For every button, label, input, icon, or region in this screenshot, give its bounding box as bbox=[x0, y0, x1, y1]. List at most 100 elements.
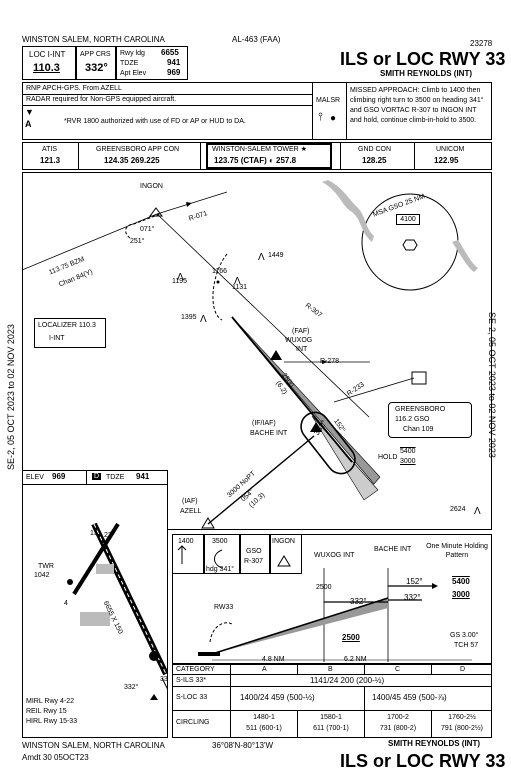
profile-alt-2500-b: 2500 bbox=[342, 633, 360, 642]
svg-text:Λ: Λ bbox=[177, 272, 184, 283]
runway-15-label: 15 bbox=[90, 530, 98, 537]
footer-coordinates: 36°08'N-80°13'W bbox=[212, 741, 274, 750]
footer-amendment: Amdt 30 05OCT23 bbox=[22, 753, 89, 762]
missed-approach-text: MISSED APPROACH: Climb to 1400 then clim… bbox=[350, 87, 484, 124]
rwy-ldg-value: 6655 bbox=[161, 48, 179, 57]
profile-hold-332: 332° bbox=[404, 593, 421, 602]
effective-date-left: SE-2, 05 OCT 2023 to 02 NOV 2023 bbox=[6, 324, 16, 470]
minimums-table bbox=[172, 664, 492, 738]
minimums-circ-c: 1700-2 731 (800-2) bbox=[379, 714, 417, 732]
airport-diagram bbox=[22, 470, 168, 738]
obstacle-1395: 1395 bbox=[181, 314, 197, 321]
loc-freq-box: LOC I-INT 110.3 bbox=[22, 46, 76, 80]
minimums-circ-a: 1480-1 511 (600-1) bbox=[246, 714, 282, 732]
minimums-cat-d: D bbox=[460, 666, 466, 673]
missed-icon-hold bbox=[270, 534, 302, 574]
svg-text:Λ: Λ bbox=[200, 314, 207, 325]
airport-final-course: 332° bbox=[124, 684, 139, 691]
svg-text:Λ: Λ bbox=[234, 276, 241, 287]
app-crs-value: 332° bbox=[85, 62, 108, 74]
minimums-row-ils: S-ILS 33* bbox=[176, 677, 206, 684]
header-location: WINSTON SALEM, NORTH CAROLINA bbox=[22, 35, 165, 44]
missed-alt-3500: 3500 bbox=[212, 538, 228, 545]
runway-22-label: 22 bbox=[104, 532, 112, 539]
tdze-value: 941 bbox=[167, 58, 181, 67]
minimums-cat-a: A bbox=[262, 666, 267, 673]
comm-unicom-freq: 122.95 bbox=[434, 156, 459, 165]
obstacle-2624: 2624 bbox=[450, 506, 466, 513]
comm-atis-freq: 121.3 bbox=[40, 156, 61, 165]
iaf-label: (IAF) bbox=[182, 498, 198, 505]
profile-alt-2500-a: 2500 bbox=[316, 584, 332, 591]
page-title: ILS or LOC RWY 33 bbox=[340, 49, 506, 69]
minimums-loc-ab: 1400/24 459 (500-½) bbox=[240, 693, 315, 702]
tdze-label: TDZE bbox=[120, 60, 139, 67]
airport-tdze-label: TDZE bbox=[106, 474, 125, 481]
comm-tower-label: WINSTON-SALEM TOWER ★ bbox=[212, 146, 307, 153]
faf-int: INT bbox=[296, 346, 308, 353]
lighting-hirl: HIRL Rwy 15-33 bbox=[26, 718, 78, 725]
takeoff-minimums-icon: ▼ bbox=[25, 107, 34, 117]
app-crs-label: APP CRS bbox=[80, 51, 111, 58]
minimums-row-circling: CIRCLING bbox=[176, 719, 210, 726]
runway-33-label: 33 bbox=[160, 676, 168, 683]
missed-icon-climb bbox=[172, 534, 204, 574]
profile-hold-152: 152° bbox=[406, 577, 423, 586]
footer-airport: SMITH REYNOLDS (INT) bbox=[388, 739, 480, 748]
comm-atis-label: ATIS bbox=[42, 146, 58, 153]
radial-251: 251° bbox=[130, 238, 145, 245]
runway-info-box: Rwy ldg 6655 TDZE 941 Apt Elev 969 bbox=[116, 46, 188, 80]
svg-text:Λ: Λ bbox=[258, 252, 265, 263]
obstacle-1195: 1195 bbox=[172, 278, 188, 285]
radial-r278: R-278 bbox=[320, 358, 340, 365]
approach-lighting-icon: ⫯ bbox=[318, 111, 323, 123]
vortac-freq: 116.2 GSO bbox=[395, 416, 430, 423]
loc-frequency: 110.3 bbox=[33, 62, 60, 74]
tdze-d-icon: D bbox=[92, 473, 102, 480]
faf-name: WUXOG bbox=[285, 337, 313, 344]
notes-box bbox=[22, 82, 492, 140]
profile-tch: TCH 57 bbox=[454, 642, 479, 649]
note-rnp: RNP APCH-GPS. From AZELL bbox=[26, 85, 122, 92]
app-crs-box: APP CRS 332° bbox=[76, 46, 116, 80]
profile-dist-48: 4.8 NM bbox=[262, 656, 285, 663]
tower-frequency-box bbox=[206, 143, 332, 169]
minimums-cat-c: C bbox=[395, 666, 401, 673]
profile-drawing bbox=[177, 545, 472, 662]
apt-elev-value: 969 bbox=[167, 68, 181, 77]
obstacle-1449: 1449 bbox=[268, 252, 284, 259]
profile-hold-5400: 5400 bbox=[452, 577, 470, 586]
header-airport: SMITH REYNOLDS (INT) bbox=[380, 69, 472, 78]
comm-tower-freq: 123.75 (CTAF) ◐ 257.8 bbox=[214, 156, 297, 165]
lighting-reil: REIL Rwy 15 bbox=[26, 708, 67, 715]
profile-bache: BACHE INT bbox=[374, 546, 412, 553]
svg-text:Λ: Λ bbox=[474, 506, 481, 517]
obstacle-1166: 1166 bbox=[212, 268, 228, 275]
faf-label: (FAF) bbox=[292, 328, 310, 335]
airport-tdze: 941 bbox=[136, 472, 150, 481]
lighting-mirl: MIRL Rwy 4-22 bbox=[26, 698, 74, 705]
profile-dist-62: 6.2 NM bbox=[344, 656, 367, 663]
apt-elev-label: Apt Elev bbox=[120, 70, 147, 77]
minimums-category-label: CATEGORY bbox=[176, 666, 215, 673]
tower-elev: 1042 bbox=[34, 572, 50, 579]
loc-label: LOC I-INT bbox=[29, 50, 66, 59]
hold-alt-min: 3000 bbox=[400, 458, 416, 465]
missed-icon-radial bbox=[240, 534, 270, 574]
footer-title: ILS or LOC RWY 33 bbox=[340, 751, 506, 771]
comm-gnd-freq: 128.25 bbox=[362, 156, 387, 165]
comm-app-label: GREENSBORO APP CON bbox=[96, 146, 180, 153]
profile-wuxog: WUXOG INT bbox=[314, 552, 355, 559]
airport-elev-label: ELEV bbox=[26, 474, 44, 481]
missed-r307: R-307 bbox=[244, 558, 264, 565]
profile-hold-3000: 3000 bbox=[452, 590, 470, 599]
minimums-ils-value: 1141/24 200 (200-½) bbox=[310, 676, 385, 685]
footer-location: WINSTON SALEM, NORTH CAROLINA bbox=[22, 741, 165, 750]
localizer-freq: LOCALIZER 110.3 bbox=[38, 322, 96, 329]
hold-label: HOLD bbox=[378, 454, 398, 461]
minimums-row-loc: S-LOC 33 bbox=[176, 694, 208, 701]
profile-gs-angle: GS 3.00° bbox=[450, 632, 479, 639]
iaf-name: AZELL bbox=[180, 508, 202, 515]
minimums-loc-cd: 1400/45 459 (500-⅞) bbox=[372, 693, 447, 702]
comm-gnd-label: GND CON bbox=[358, 146, 392, 153]
